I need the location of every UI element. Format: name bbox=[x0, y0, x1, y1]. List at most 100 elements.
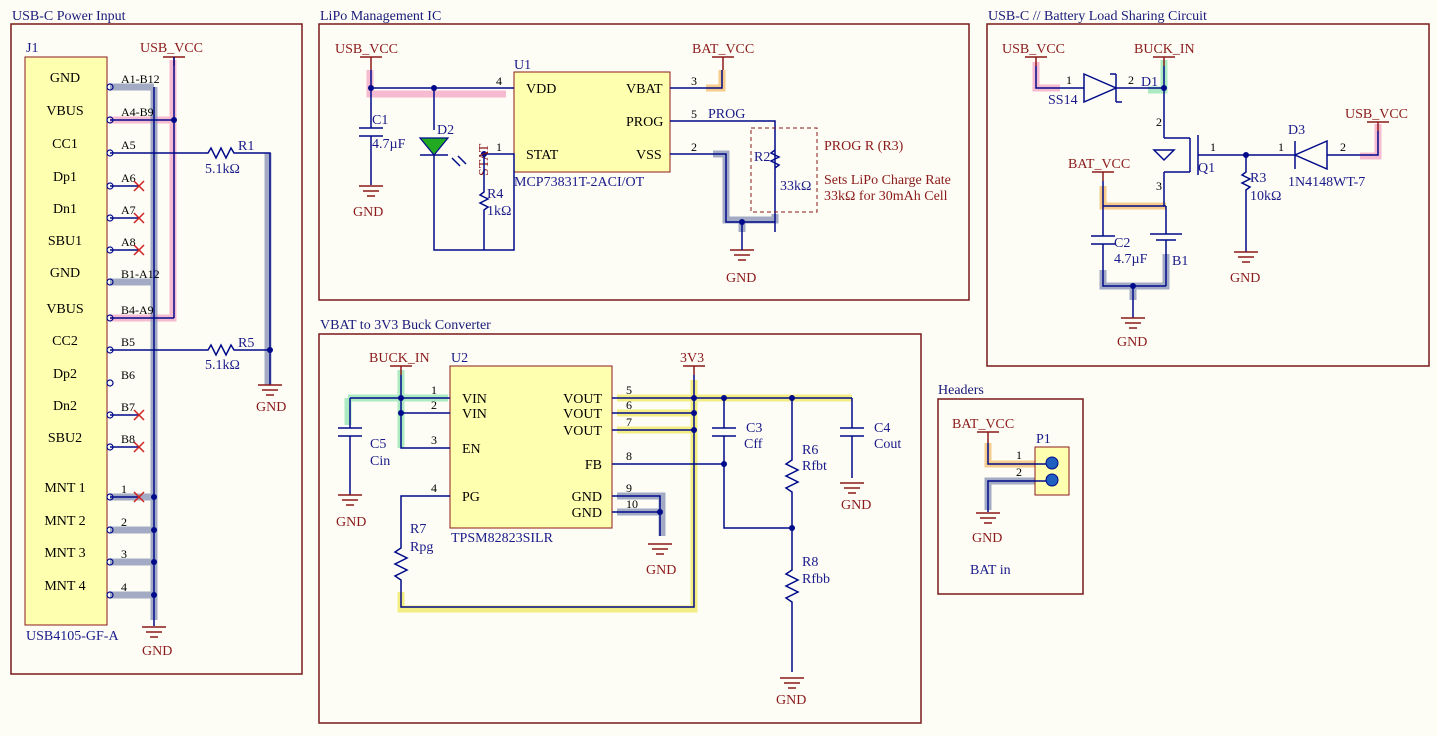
j1-pin-number: 1 bbox=[121, 482, 127, 496]
r8-ref: R8 bbox=[802, 555, 818, 570]
j1-pin-number: 4 bbox=[121, 580, 127, 594]
r1-value: 5.1kΩ bbox=[205, 162, 240, 177]
prog-net-label: PROG bbox=[708, 107, 745, 122]
frame-lipo bbox=[318, 23, 970, 301]
j1-pin-name: Dp1 bbox=[53, 170, 77, 185]
gnd-label-j1: GND bbox=[142, 644, 172, 659]
usb-vcc-flag-ls: USB_VCC bbox=[1002, 42, 1065, 57]
u2-left-pin-name: VIN bbox=[462, 407, 487, 422]
r2-ref: R2 bbox=[754, 150, 770, 165]
v3v3-flag: 3V3 bbox=[680, 351, 704, 366]
j1-pin-name: Dn1 bbox=[53, 202, 77, 217]
r3-value: 10kΩ bbox=[1250, 189, 1281, 204]
usb-vcc-flag-lipo: USB_VCC bbox=[335, 42, 398, 57]
r5-value: 5.1kΩ bbox=[205, 358, 240, 373]
j1-pin-number: A7 bbox=[121, 203, 136, 217]
j1-pin-marker bbox=[106, 379, 114, 387]
load-sharing-section: USB_VCC BUCK_IN USB_VCC BAT_VCC D1 SS14 … bbox=[1002, 42, 1408, 350]
buck-section: BUCK_IN 3V3 U2 TPSM82823SILR VIN1VIN2EN3… bbox=[336, 351, 901, 708]
p1-pin-1: 1 bbox=[1016, 448, 1022, 462]
gnd-label-hdr: GND bbox=[972, 531, 1002, 546]
u2-ref: U2 bbox=[451, 351, 468, 366]
u1-pin-vbat: VBAT bbox=[626, 82, 663, 97]
j1-pin-number: A4-B9 bbox=[121, 105, 154, 119]
j1-pin-number: A5 bbox=[121, 138, 136, 152]
no-connect-mark bbox=[133, 441, 145, 453]
u2-right-pin-number: 5 bbox=[626, 383, 632, 397]
u1-num-stat: 1 bbox=[496, 140, 502, 154]
gnd-label-r3: GND bbox=[1230, 271, 1260, 286]
j1-pin-name: MNT 1 bbox=[44, 481, 85, 496]
u2-left-pin-name: VIN bbox=[462, 392, 487, 407]
c1-value: 4.7µF bbox=[372, 137, 406, 152]
j1-pin-name: CC2 bbox=[52, 334, 78, 349]
c1-ref: C1 bbox=[372, 113, 388, 128]
j1-pin-name: VBUS bbox=[46, 104, 83, 119]
j1-pin-name: SBU1 bbox=[48, 234, 82, 249]
u2-left-pin-number: 2 bbox=[431, 398, 437, 412]
j1-pin-number: B1-A12 bbox=[121, 267, 160, 281]
j1-pin-number: B4-A9 bbox=[121, 303, 154, 317]
u2-left-pin-number: 3 bbox=[431, 433, 437, 447]
r1-ref: R1 bbox=[238, 139, 254, 154]
p1-body bbox=[1034, 446, 1070, 496]
gnd-label-ls: GND bbox=[1117, 335, 1147, 350]
u2-right-pin-number: 6 bbox=[626, 398, 632, 412]
u2-right-pin-name: GND bbox=[572, 490, 602, 505]
no-connect-mark bbox=[133, 409, 145, 421]
lipo-section: USB_VCC BAT_VCC U1 MCP73831T-2ACI/OT VDD… bbox=[335, 42, 951, 286]
u2-right-pin-number: 7 bbox=[626, 415, 632, 429]
j1-pin-marker bbox=[106, 526, 114, 534]
u1-num-vss: 2 bbox=[691, 140, 697, 154]
c2-ref: C2 bbox=[1114, 236, 1130, 251]
c2-value: 4.7µF bbox=[1114, 252, 1148, 267]
r3-ref: R3 bbox=[1250, 171, 1266, 186]
r7-value: Rpg bbox=[410, 540, 433, 555]
section-title-power-input: USB-C Power Input bbox=[12, 9, 126, 24]
gnd-label-r: GND bbox=[256, 400, 286, 415]
bat-vcc-flag-hdr: BAT_VCC bbox=[952, 417, 1014, 432]
u2-right-pin-name: VOUT bbox=[563, 424, 602, 439]
headers-label: BAT in bbox=[970, 563, 1011, 578]
j1-pin-name: Dp2 bbox=[53, 367, 77, 382]
j1-pin-number: 2 bbox=[121, 515, 127, 529]
buck-in-flag: BUCK_IN bbox=[369, 351, 430, 366]
c5-ref: C5 bbox=[370, 437, 386, 452]
gnd-label-c4: GND bbox=[841, 498, 871, 513]
u2-left-pin-number: 4 bbox=[431, 481, 437, 495]
u1-pin-prog: PROG bbox=[626, 115, 663, 130]
buck-in-flag-ls: BUCK_IN bbox=[1134, 42, 1195, 57]
d3-pin1: 1 bbox=[1278, 140, 1284, 154]
section-title-lipo: LiPo Management IC bbox=[320, 9, 441, 24]
d1-part: SS14 bbox=[1048, 93, 1078, 108]
j1-pin-name: MNT 4 bbox=[44, 579, 85, 594]
j1-pin-marker bbox=[106, 278, 114, 286]
prog-note-2: 33kΩ for 30mAh Cell bbox=[824, 189, 948, 204]
c4-ref: C4 bbox=[874, 421, 890, 436]
c3-value: Cff bbox=[744, 437, 763, 452]
j1-pin-number: A1-B12 bbox=[121, 72, 160, 86]
r5-ref: R5 bbox=[238, 336, 254, 351]
j1-pin-number: B8 bbox=[121, 432, 135, 446]
r4-value: 1kΩ bbox=[487, 204, 511, 219]
j1-pin-marker bbox=[106, 591, 114, 599]
u1-num-vbat: 3 bbox=[691, 74, 697, 88]
u1-part: MCP73831T-2ACI/OT bbox=[514, 175, 645, 190]
j1-pin-name: MNT 3 bbox=[44, 546, 85, 561]
usb-vcc-flag: USB_VCC bbox=[140, 41, 203, 56]
gnd-label-c5: GND bbox=[336, 515, 366, 530]
u2-right-pin-name: VOUT bbox=[563, 392, 602, 407]
d1-ref: D1 bbox=[1141, 75, 1158, 90]
c5-value: Cin bbox=[370, 454, 390, 469]
j1-pin-marker bbox=[106, 83, 114, 91]
section-title-buck: VBAT to 3V3 Buck Converter bbox=[320, 318, 491, 333]
u2-right-pin-name: GND bbox=[572, 506, 602, 521]
c3-ref: C3 bbox=[746, 421, 762, 436]
r8-value: Rfbb bbox=[802, 572, 830, 587]
j1-part: USB4105-GF-A bbox=[26, 629, 119, 644]
u1-body bbox=[513, 71, 671, 173]
r2-value: 33kΩ bbox=[780, 179, 811, 194]
